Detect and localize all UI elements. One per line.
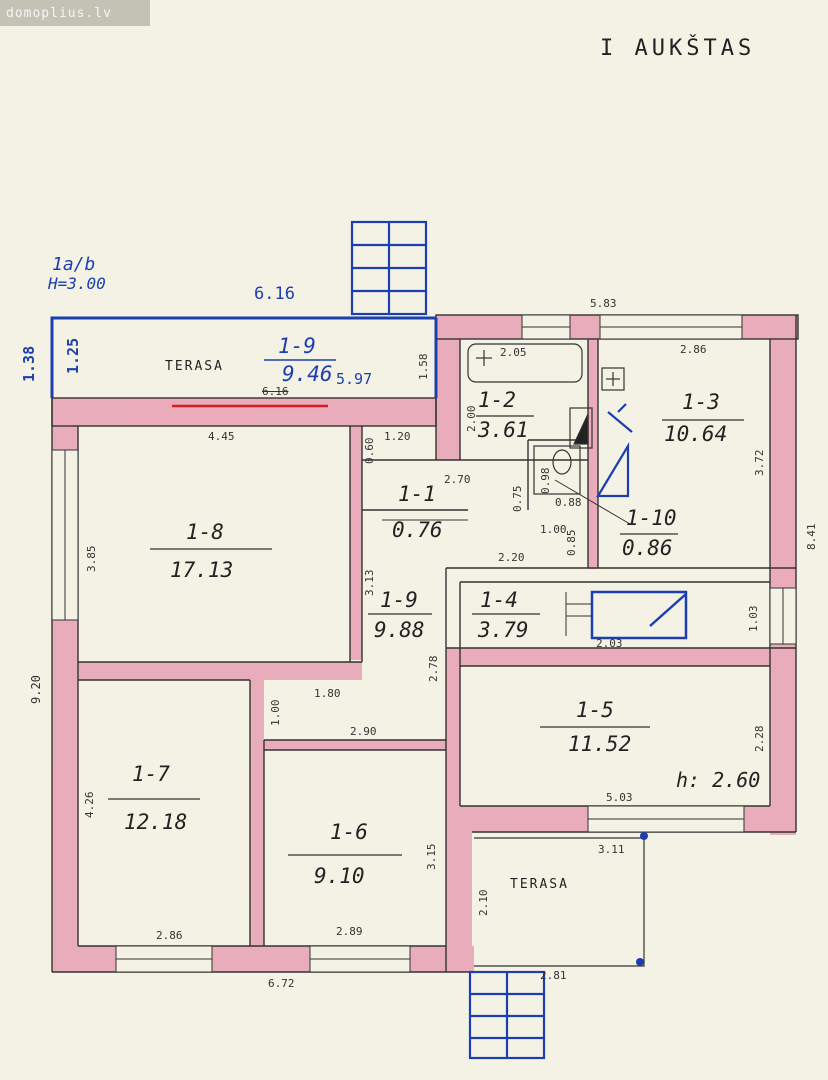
terrace-top — [50, 316, 438, 398]
dim-3-13: 3.13 — [363, 569, 376, 597]
dim-1-00-a: 1.00 — [540, 523, 567, 536]
dim-5-03: 5.03 — [606, 791, 633, 804]
dim-1-03: 1.03 — [747, 605, 760, 633]
room-1-1-area: 0.76 — [392, 518, 443, 542]
dim-4-45: 4.45 — [208, 430, 235, 443]
dim-1-20: 1.20 — [384, 430, 411, 443]
room-1-9-terrace-code: 1-9 — [278, 334, 316, 358]
room-1-7-area: 12.18 — [124, 810, 188, 834]
watermark-banner — [0, 0, 150, 26]
interior-stair — [590, 590, 688, 640]
terrace-bottom-label: TERASA — [510, 877, 569, 892]
dim-1-25: 1.25 — [64, 337, 82, 374]
dim-2-05: 2.05 — [500, 346, 527, 359]
dim-6-16: 6.16 — [254, 284, 295, 304]
dim-3-11: 3.11 — [598, 843, 625, 856]
room-1-8-area: 17.13 — [170, 558, 234, 582]
terrace-top-label: TERASA — [165, 359, 224, 374]
room-1-6-code: 1-6 — [330, 820, 368, 844]
dim-1-58: 1.58 — [417, 353, 430, 381]
dim-9-20: 9.20 — [29, 675, 43, 704]
dim-3-72: 3.72 — [753, 449, 766, 477]
stairs-bottom — [468, 970, 546, 1060]
dim-3-85: 3.85 — [85, 545, 98, 573]
room-1-1-code: 1-1 — [398, 482, 436, 506]
header-note-line2: H=3.00 — [48, 274, 106, 293]
dim-2-70: 2.70 — [444, 473, 471, 486]
dim-2-90: 2.90 — [350, 725, 377, 738]
dim-2-03: 2.03 — [596, 637, 623, 650]
dim-0-60: 0.60 — [363, 437, 376, 465]
dim-3-15: 3.15 — [425, 843, 438, 871]
dim-1-38: 1.38 — [20, 345, 38, 382]
stairs-top — [350, 220, 428, 316]
room-1-3-area: 10.64 — [664, 422, 728, 446]
room-1-5-area: 11.52 — [568, 732, 632, 756]
toilet — [533, 445, 581, 495]
room-1-5-code: 1-5 — [576, 698, 614, 722]
dim-6-72: 6.72 — [268, 977, 295, 990]
dim-2-81: 2.81 — [540, 969, 567, 982]
room-1-8-code: 1-8 — [186, 520, 224, 544]
room-1-2-code: 1-2 — [478, 388, 516, 412]
dim-2-20: 2.20 — [498, 551, 525, 564]
page-title: I AUKŠTAS — [600, 36, 756, 61]
area-underlines — [108, 415, 744, 856]
dim-1-80: 1.80 — [314, 687, 341, 700]
dim-2-78: 2.78 — [427, 655, 440, 683]
stair-treads — [565, 592, 592, 636]
bathtub — [467, 343, 583, 383]
dim-0-75: 0.75 — [511, 485, 524, 513]
boiler — [569, 367, 625, 449]
dim-2-86-top: 2.86 — [680, 343, 707, 356]
dim-2-89: 2.89 — [336, 925, 363, 938]
room-1-9-terrace-area: 9.46 — [282, 362, 333, 386]
dim-0-98: 0.98 — [539, 467, 552, 495]
terrace-bottom-posts — [636, 832, 648, 966]
windows — [51, 314, 797, 973]
annotation-leaders — [382, 479, 631, 525]
room-1-9-area: 9.88 — [374, 618, 425, 642]
dim-5-83: 5.83 — [590, 297, 617, 310]
dim-4-26: 4.26 — [83, 791, 96, 819]
dim-5-97: 5.97 — [336, 370, 373, 388]
dim-1-00-b: 1.00 — [269, 699, 282, 727]
room-1-10-area: 0.86 — [622, 536, 673, 560]
room-1-2-area: 3.61 — [478, 418, 529, 442]
header-note-line1: 1a/b — [52, 254, 96, 275]
wc-blue-symbol — [596, 403, 633, 498]
dim-0-85: 0.85 — [565, 529, 578, 557]
room-1-4-area: 3.79 — [478, 618, 529, 642]
room-1-9-code: 1-9 — [380, 588, 418, 612]
dim-2-86-bottom: 2.86 — [156, 929, 183, 942]
watermark: domoplius.lv — [6, 6, 112, 21]
dim-2-00: 2.00 — [465, 405, 478, 433]
height-note: h: 2.60 — [676, 768, 761, 792]
terrace-bottom — [474, 837, 645, 967]
dim-6-16-crossed: 6.16 — [262, 385, 289, 398]
room-1-10-code: 1-10 — [626, 506, 677, 530]
room-1-7-code: 1-7 — [132, 762, 170, 786]
dim-2-10: 2.10 — [477, 889, 490, 917]
room-1-3-code: 1-3 — [682, 390, 720, 414]
room-1-6-area: 9.10 — [314, 864, 365, 888]
dim-8-41: 8.41 — [805, 523, 818, 551]
dim-0-88: 0.88 — [555, 496, 582, 509]
dim-2-28: 2.28 — [753, 725, 766, 753]
room-1-4-code: 1-4 — [480, 588, 518, 612]
